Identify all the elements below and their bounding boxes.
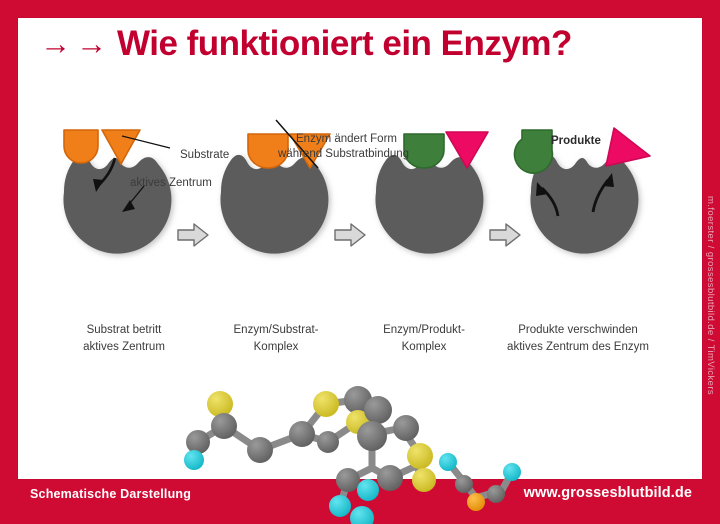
stage-4-caption-line2: aktives Zentrum des Enzym: [507, 340, 649, 353]
stage-2-bound-substrate-dome: [247, 133, 289, 169]
stage-2-bound-substrate-triangle: [289, 133, 331, 169]
stage-3-caption-line2: Komplex: [401, 340, 447, 353]
page-title: → → Wie funktioniert ein Enzym?: [40, 26, 572, 61]
footer-right-url: www.grossesblutbild.de: [523, 485, 692, 501]
stage-4-caption-line1: Produkte verschwinden: [518, 324, 638, 336]
page-title-text: Wie funktioniert ein Enzym?: [117, 24, 572, 63]
enzyme-process-diagram: [63, 119, 651, 254]
flow-arrow-2-icon: [334, 223, 366, 247]
stage-2-caption-line1: Enzym/Substrat-: [233, 324, 319, 336]
molecule-ball-and-stick-graphic: [184, 386, 521, 524]
stage-1-caption: Substrat betritt aktives Zentrum: [24, 322, 224, 355]
stage-3-bound-product-dome: [403, 133, 445, 169]
stage-4-enzyme: [530, 154, 639, 254]
released-product-pink: [605, 127, 651, 167]
product-exit-arrow-left-icon: [536, 182, 560, 217]
free-substrate-triangle: [101, 129, 141, 165]
vertical-credit-text: m.foerster / grossesblutbild.de / TimVic…: [705, 196, 716, 396]
stage-1-enzyme: [63, 154, 172, 254]
stage-3-caption: Enzym/Produkt- Komplex: [324, 322, 524, 355]
active-site-leader-head: [122, 200, 135, 212]
stage-1-caption-line1: Substrat betritt: [86, 324, 162, 336]
annotation-substrate: Substrate: [180, 149, 230, 161]
stage-2-caption-line2: Komplex: [253, 340, 299, 353]
stage-4-caption: Produkte verschwinden aktives Zentrum de…: [468, 322, 688, 355]
title-arrow-1-icon: →: [40, 26, 71, 61]
released-product-green: [513, 129, 554, 174]
substrate-leader-line: [121, 135, 171, 149]
stage-2-caption: Enzym/Substrat- Komplex: [176, 322, 376, 355]
annotation-shape-change-line2: während Substratbindung: [278, 148, 410, 160]
title-arrow-2-icon: →: [76, 26, 107, 61]
flow-arrow-1-icon: [177, 223, 209, 247]
free-substrate-dome: [63, 129, 99, 164]
footer-left-label: Schematische Darstellung: [30, 487, 192, 501]
shape-change-leader-line: [275, 119, 319, 169]
annotation-products: Produkte: [551, 135, 601, 147]
molecule-atoms: [184, 386, 521, 524]
stage-3-bound-product-triangle: [445, 131, 489, 169]
stage-3-caption-line1: Enzym/Produkt-: [383, 324, 465, 336]
flow-arrow-3-icon: [489, 223, 521, 247]
annotation-active-site: aktives Zentrum: [130, 177, 212, 189]
product-exit-arrow-right-icon: [591, 173, 614, 213]
substrate-entry-arrow-icon: [93, 157, 117, 192]
stage-3-enzyme: [375, 154, 484, 254]
stage-1-caption-line2: aktives Zentrum: [83, 340, 165, 353]
annotation-shape-change-line1: Enzym ändert Form: [296, 133, 397, 145]
stage-2-enzyme: [220, 154, 329, 254]
